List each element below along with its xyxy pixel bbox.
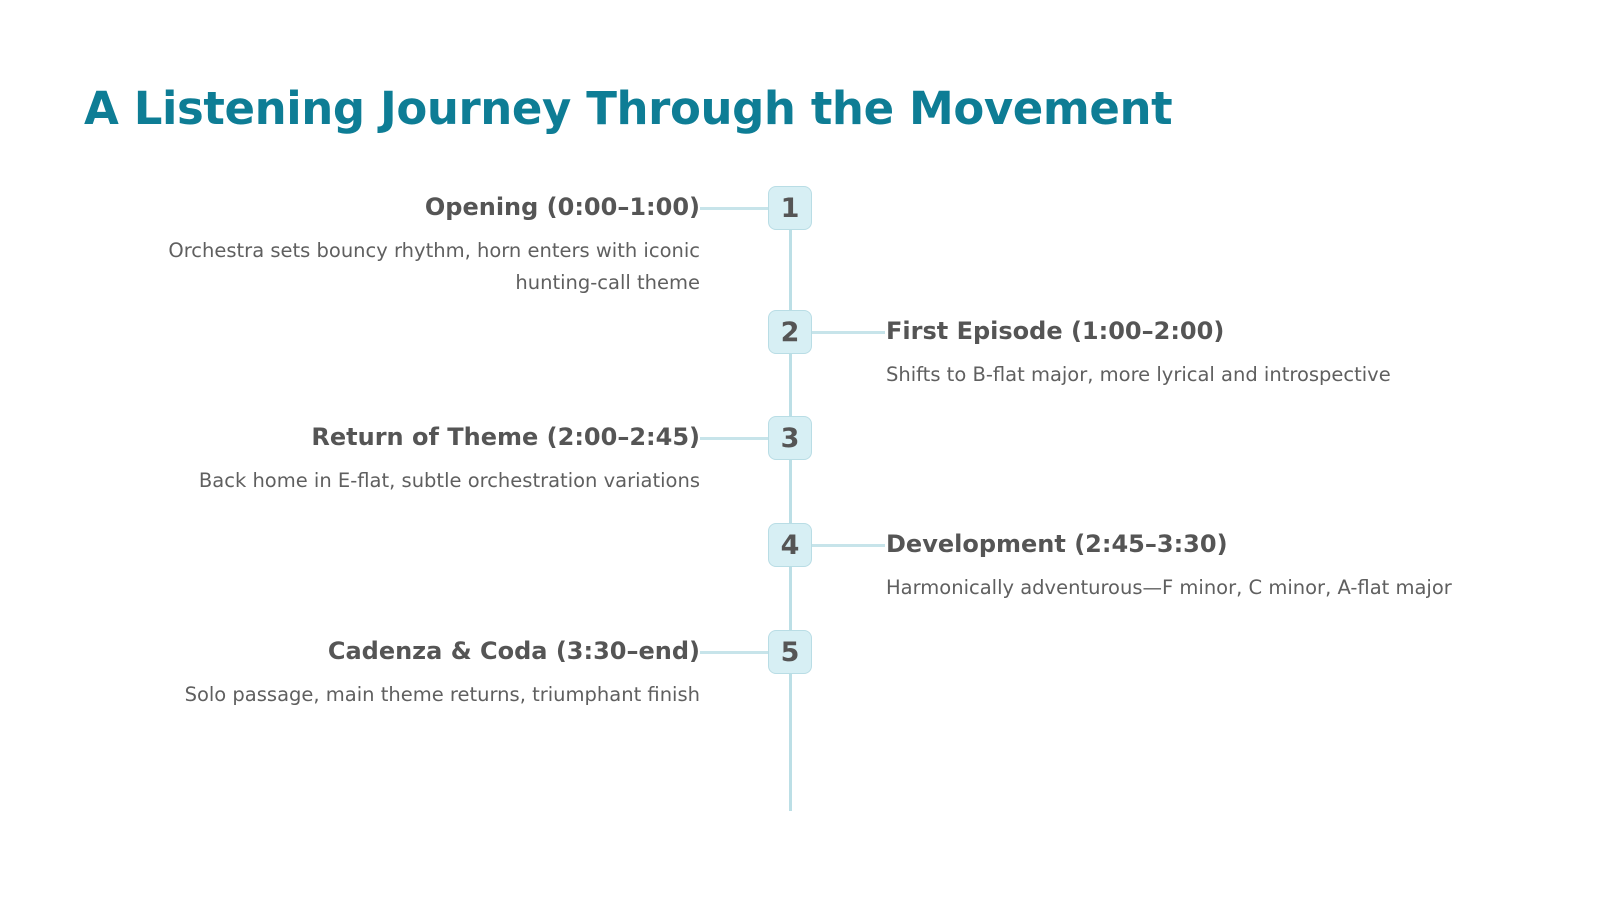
connector-step-3 xyxy=(700,437,768,440)
timeline-entry-2-heading: First Episode (1:00–2:00) xyxy=(886,317,1225,345)
timeline-entry-5-heading: Cadenza & Coda (3:30–end) xyxy=(327,637,700,665)
timeline-entry-1-heading: Opening (0:00–1:00) xyxy=(424,193,700,221)
timeline-entry-4-heading: Development (2:45–3:30) xyxy=(886,530,1228,558)
page-title: A Listening Journey Through the Movement xyxy=(84,82,1173,135)
timeline-entry-3: Return of Theme (2:00–2:45) Back home in… xyxy=(120,423,700,497)
timeline-entry-2: First Episode (1:00–2:00) Shifts to B-fl… xyxy=(886,317,1486,391)
timeline-entry-1: Opening (0:00–1:00) Orchestra sets bounc… xyxy=(120,193,700,300)
timeline-entry-5: Cadenza & Coda (3:30–end) Solo passage, … xyxy=(120,637,700,711)
timeline-node-5[interactable]: 5 xyxy=(768,630,812,674)
connector-step-2 xyxy=(812,331,885,334)
timeline-entry-3-description: Back home in E-flat, subtle orchestratio… xyxy=(198,468,700,492)
timeline-node-4[interactable]: 4 xyxy=(768,523,812,567)
connector-step-1 xyxy=(700,207,768,210)
timeline-entry-4: Development (2:45–3:30) Harmonically adv… xyxy=(886,530,1486,604)
timeline-node-1[interactable]: 1 xyxy=(768,186,812,230)
timeline-node-3[interactable]: 3 xyxy=(768,416,812,460)
timeline-entry-5-description: Solo passage, main theme returns, triump… xyxy=(184,682,700,706)
timeline-entry-3-heading: Return of Theme (2:00–2:45) xyxy=(311,423,700,451)
timeline-entry-2-description: Shifts to B-flat major, more lyrical and… xyxy=(886,362,1391,386)
connector-step-5 xyxy=(700,651,768,654)
connector-step-4 xyxy=(812,544,885,547)
timeline-entry-1-description: Orchestra sets bouncy rhythm, horn enter… xyxy=(168,238,700,295)
timeline-axis-line xyxy=(789,187,792,811)
timeline-node-2[interactable]: 2 xyxy=(768,310,812,354)
timeline-entry-4-description: Harmonically adventurous—F minor, C mino… xyxy=(886,575,1452,599)
